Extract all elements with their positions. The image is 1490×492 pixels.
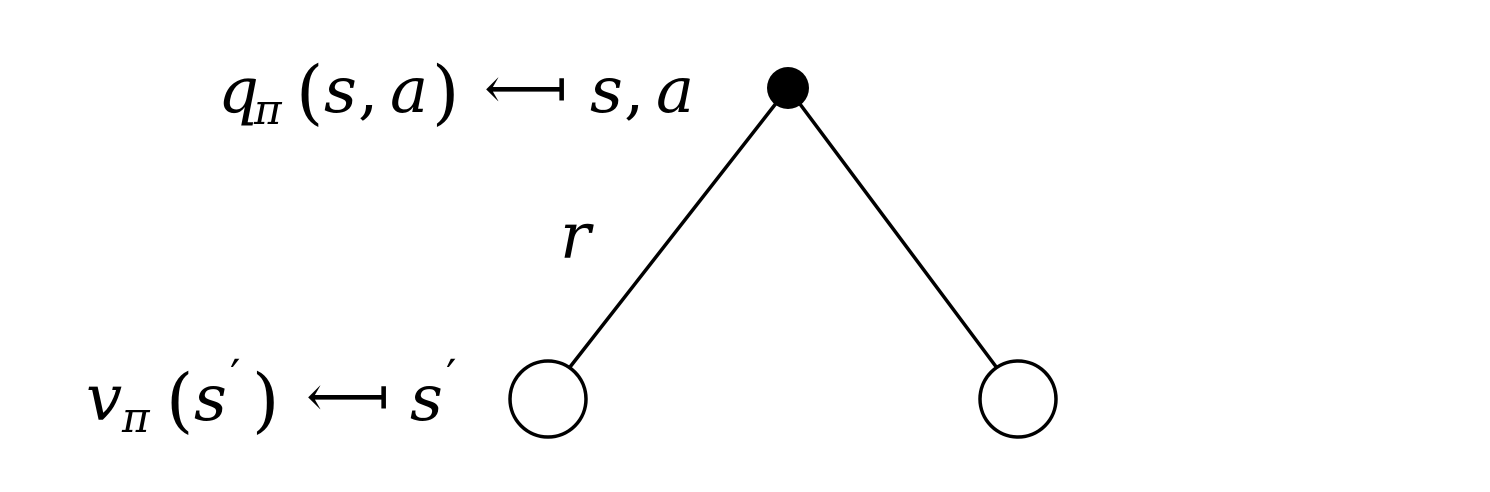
top-arrow-icon: ⟻ (484, 54, 567, 122)
q-arg-a: a (390, 54, 428, 128)
top-rhs-comma: , (624, 54, 644, 128)
edge-right (786, 86, 999, 370)
v-arg-prime: ′ (230, 349, 240, 403)
edge-reward-label: r (560, 200, 594, 274)
action-node (767, 67, 809, 109)
q-subscript: π (253, 85, 283, 134)
q-paren-close: ) (432, 51, 459, 133)
q-arg-s: s (324, 54, 357, 128)
state-node-right (978, 359, 1058, 439)
bottom-label: v π ( s ′ ) ⟻ s ′ (86, 349, 456, 442)
v-paren-close: ) (252, 359, 279, 441)
state-node-left (508, 359, 588, 439)
top-rhs-a: a (656, 54, 694, 128)
v-fn: v (86, 362, 122, 436)
bottom-rhs-prime: ′ (446, 349, 456, 403)
v-arg-s: s (194, 362, 227, 436)
v-subscript: π (121, 393, 151, 442)
v-paren-open: ( (166, 359, 193, 441)
q-paren-open: ( (296, 51, 323, 133)
edge-left (568, 86, 790, 369)
top-label: q π ( s , a ) ⟻ s , a (218, 51, 694, 134)
q-comma: , (358, 54, 378, 128)
bottom-rhs-s: s (410, 362, 443, 436)
top-rhs-s: s (590, 54, 623, 128)
q-fn: q (218, 54, 259, 128)
bottom-arrow-icon: ⟻ (306, 362, 389, 430)
